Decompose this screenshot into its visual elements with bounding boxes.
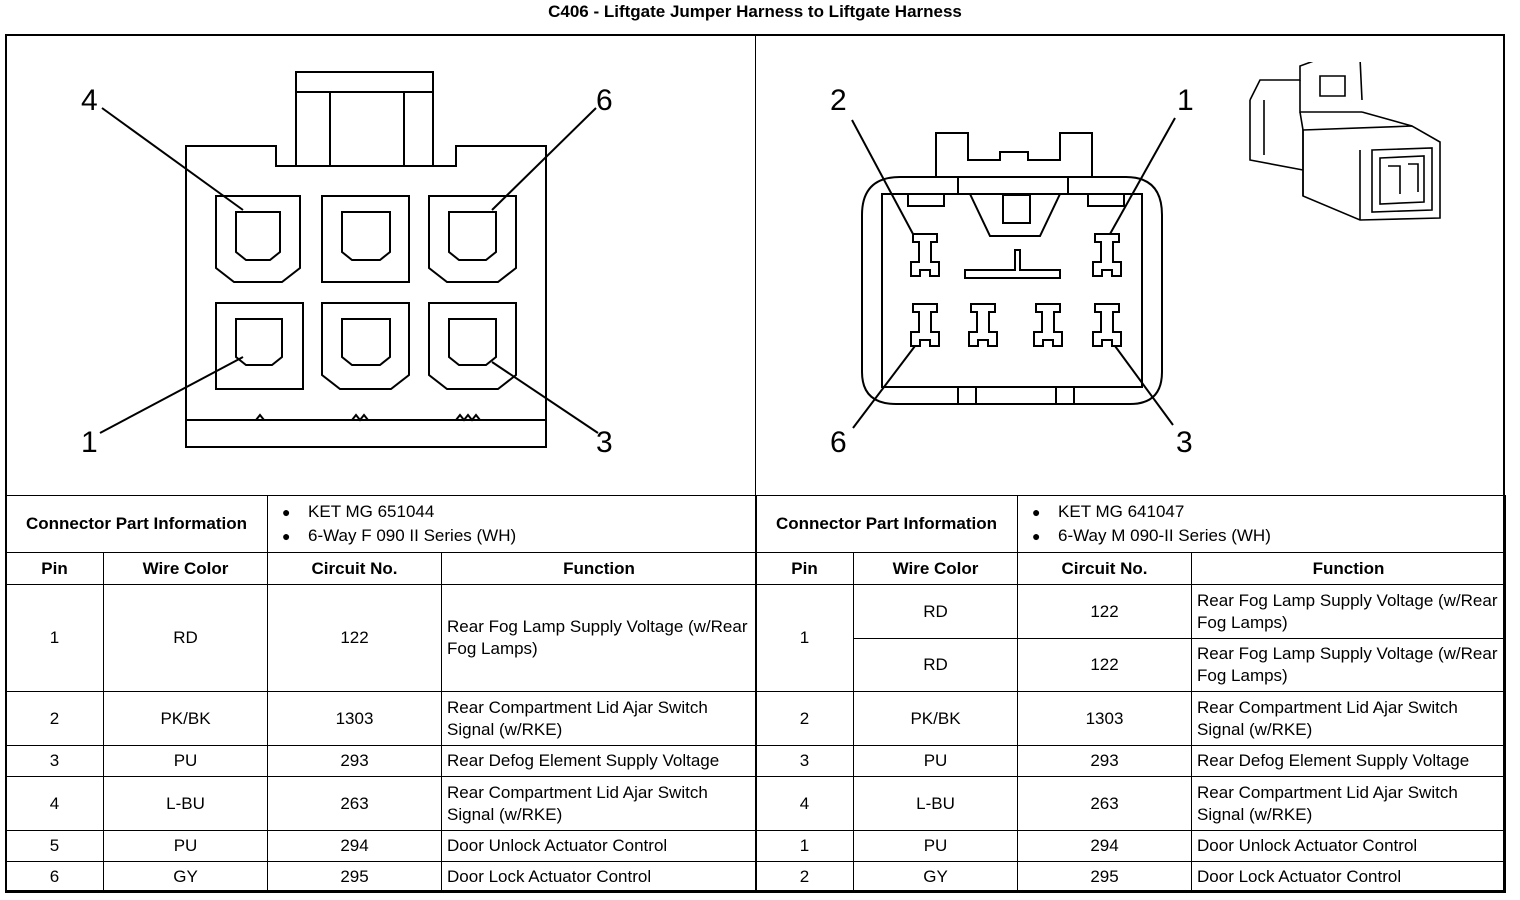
- pin-cell: 2: [5, 691, 104, 746]
- function-cell: Door Unlock Actuator Control: [1191, 830, 1507, 862]
- header-function: Function: [1191, 552, 1507, 585]
- left-connector-diagram: 4 6 1 3: [81, 71, 613, 459]
- wire-color-cell: GY: [102, 861, 269, 893]
- pin-cell: 3: [5, 745, 104, 777]
- circuit-cell: 295: [1017, 861, 1193, 893]
- left-pinout-table: Connector Part Information KET MG 651044…: [4, 495, 758, 893]
- function-cell: Rear Compartment Lid Ajar Switch Signal …: [1191, 691, 1507, 746]
- table-row: 6 GY 295 Door Lock Actuator Control: [5, 861, 758, 893]
- wire-color-cell: GY: [852, 861, 1019, 893]
- table-row: 2 PK/BK 1303 Rear Compartment Lid Ajar S…: [5, 691, 758, 746]
- circuit-cell: 263: [267, 776, 443, 831]
- pin-cell: 2: [755, 691, 854, 746]
- pin-cell: 1: [755, 584, 854, 692]
- header-pin: Pin: [5, 552, 104, 585]
- header-wire-color: Wire Color: [102, 552, 269, 585]
- left-callout-1: 1: [81, 426, 98, 459]
- part-info-item: 6-Way F 090 II Series (WH): [282, 524, 756, 548]
- wire-color-cell: L-BU: [102, 776, 269, 831]
- circuit-cell: 295: [267, 861, 443, 893]
- table-row: 4 L-BU 263 Rear Compartment Lid Ajar Swi…: [5, 776, 758, 831]
- part-info-label: Connector Part Information: [4, 495, 269, 553]
- circuit-cell: 122: [267, 584, 443, 692]
- part-info-item: KET MG 651044: [282, 500, 756, 524]
- table-row: 3 PU 293 Rear Defog Element Supply Volta…: [755, 745, 1507, 777]
- wire-color-cell: RD: [102, 584, 269, 692]
- pin-cell: 5: [5, 830, 104, 862]
- pin-cell: 1: [755, 830, 854, 862]
- table-header-row: Pin Wire Color Circuit No. Function: [5, 552, 758, 585]
- function-cell: Rear Defog Element Supply Voltage: [441, 745, 758, 777]
- pin-cell: 1: [5, 584, 104, 692]
- wire-color-cell: PU: [102, 830, 269, 862]
- wire-color-cell: RD: [852, 584, 1019, 639]
- left-callout-4: 4: [81, 84, 98, 117]
- wire-color-cell: PU: [852, 745, 1019, 777]
- right-connector-diagram: 2 1 6 3: [830, 62, 1441, 459]
- table-header-row: Pin Wire Color Circuit No. Function: [755, 552, 1507, 585]
- pin-cell: 2: [755, 861, 854, 893]
- right-callout-3: 3: [1176, 426, 1193, 459]
- circuit-cell: 122: [1017, 584, 1193, 639]
- left-callout-3: 3: [596, 426, 613, 459]
- wire-color-cell: PU: [852, 830, 1019, 862]
- header-circuit: Circuit No.: [267, 552, 443, 585]
- function-cell: Rear Defog Element Supply Voltage: [1191, 745, 1507, 777]
- table-row: 4 L-BU 263 Rear Compartment Lid Ajar Swi…: [755, 776, 1507, 831]
- header-function: Function: [441, 552, 758, 585]
- pin-cell: 4: [5, 776, 104, 831]
- table-row: 3 PU 293 Rear Defog Element Supply Volta…: [5, 745, 758, 777]
- circuit-cell: 293: [267, 745, 443, 777]
- function-cell: Rear Fog Lamp Supply Voltage (w/Rear Fog…: [1191, 638, 1507, 692]
- circuit-cell: 293: [1017, 745, 1193, 777]
- right-pinout-table: Connector Part Information KET MG 641047…: [754, 495, 1507, 893]
- pin-cell: 6: [5, 861, 104, 893]
- header-circuit: Circuit No.: [1017, 552, 1193, 585]
- function-cell: Rear Compartment Lid Ajar Switch Signal …: [441, 776, 758, 831]
- part-info-list: KET MG 651044 6-Way F 090 II Series (WH): [267, 495, 758, 553]
- circuit-cell: 122: [1017, 638, 1193, 692]
- circuit-cell: 1303: [267, 691, 443, 746]
- wire-color-cell: PU: [102, 745, 269, 777]
- table-row: 1 RD 122 Rear Fog Lamp Supply Voltage (w…: [755, 584, 1507, 692]
- function-cell: Door Lock Actuator Control: [441, 861, 758, 893]
- part-info-label: Connector Part Information: [754, 495, 1019, 553]
- function-cell: Door Unlock Actuator Control: [441, 830, 758, 862]
- part-info-item: KET MG 641047: [1032, 500, 1505, 524]
- table-row: 5 PU 294 Door Unlock Actuator Control: [5, 830, 758, 862]
- panel-divider: [755, 34, 756, 495]
- table-row: 2 PK/BK 1303 Rear Compartment Lid Ajar S…: [755, 691, 1507, 746]
- circuit-cell: 294: [1017, 830, 1193, 862]
- circuit-cell: 1303: [1017, 691, 1193, 746]
- wire-color-cell: L-BU: [852, 776, 1019, 831]
- function-cell: Door Lock Actuator Control: [1191, 861, 1507, 893]
- circuit-cell: 263: [1017, 776, 1193, 831]
- page-title: C406 - Liftgate Jumper Harness to Liftga…: [548, 2, 962, 21]
- table-row: 1 PU 294 Door Unlock Actuator Control: [755, 830, 1507, 862]
- table-row: RD 122 Rear Fog Lamp Supply Voltage (w/R…: [756, 638, 1507, 692]
- wire-color-cell: PK/BK: [102, 691, 269, 746]
- pin-cell: 3: [755, 745, 854, 777]
- circuit-cell: 294: [267, 830, 443, 862]
- function-cell: Rear Compartment Lid Ajar Switch Signal …: [1191, 776, 1507, 831]
- header-pin: Pin: [755, 552, 854, 585]
- pin-cell: 4: [755, 776, 854, 831]
- left-callout-6: 6: [596, 84, 613, 117]
- header-wire-color: Wire Color: [852, 552, 1019, 585]
- right-callout-2: 2: [830, 84, 847, 117]
- part-info-list: KET MG 641047 6-Way M 090-II Series (WH): [1017, 495, 1507, 553]
- table-row: 2 GY 295 Door Lock Actuator Control: [755, 861, 1507, 893]
- function-cell: Rear Fog Lamp Supply Voltage (w/Rear Fog…: [441, 584, 758, 692]
- right-callout-1: 1: [1177, 84, 1194, 117]
- function-cell: Rear Compartment Lid Ajar Switch Signal …: [441, 691, 758, 746]
- wire-color-cell: PK/BK: [852, 691, 1019, 746]
- function-cell: Rear Fog Lamp Supply Voltage (w/Rear Fog…: [1191, 584, 1507, 639]
- table-row: 1 RD 122 Rear Fog Lamp Supply Voltage (w…: [5, 584, 758, 692]
- wire-color-cell: RD: [852, 638, 1019, 692]
- cavity: [215, 195, 517, 390]
- part-info-item: 6-Way M 090-II Series (WH): [1032, 524, 1505, 548]
- right-callout-6: 6: [830, 426, 847, 459]
